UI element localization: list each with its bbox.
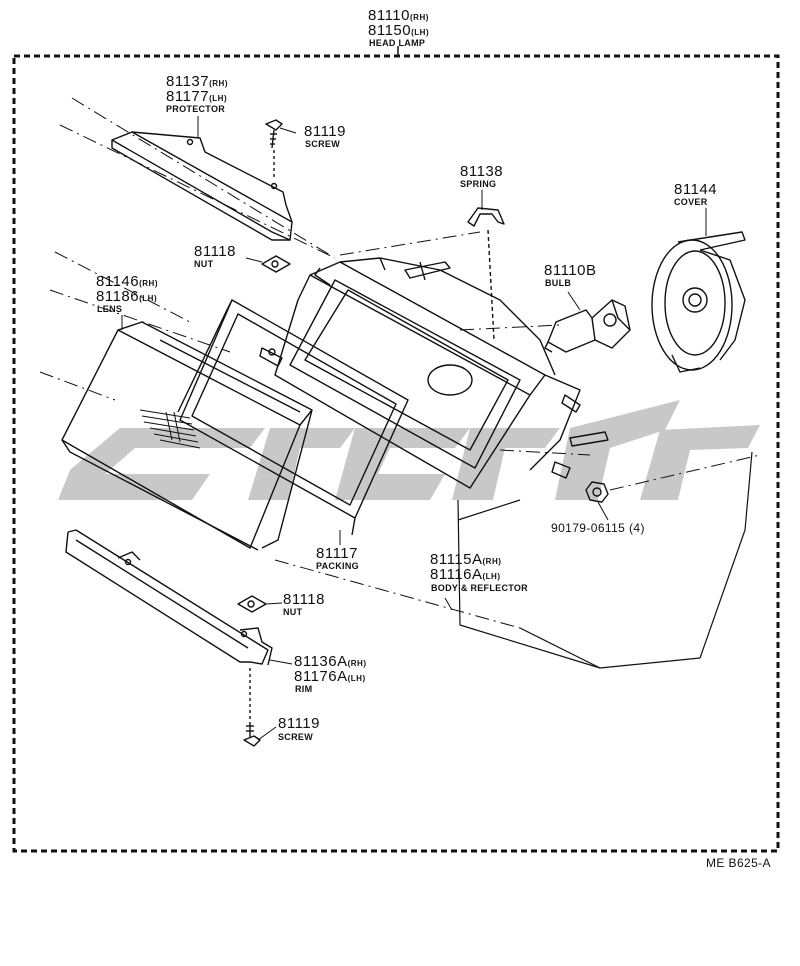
callout-leaders [121,116,707,741]
nut-bottom-number: 81118 [283,591,325,608]
lens-label: LENS [97,304,123,314]
nut-bottom-label: NUT [283,607,303,617]
nut-top-part [261,255,291,273]
cover-number: 81144 [674,181,718,198]
watermark-logo [58,400,760,500]
protector-rh: 81137(RH) [166,74,228,89]
protector-lh-side: (LH) [209,94,228,103]
packing-part [177,299,409,536]
protector-rh-number: 81137 [166,73,210,90]
screw-top-number: 81119 [304,123,346,140]
lens-lh-number: 81186 [96,288,140,305]
cover-label: COVER [674,197,708,207]
spring-number: 81138 [460,163,504,180]
bulb-label: BULB [545,278,572,288]
head-lamp-part-number-lh: 81150(LH) [368,23,429,38]
head-lamp-rh-number: 81110 [368,7,410,24]
protector-label: PROTECTOR [166,104,226,114]
body-reflector-rh-number: 81115A [430,551,483,568]
head-lamp-name: HEAD LAMP [369,38,426,48]
spring-part [467,207,505,341]
nut-top-label: NUT [194,259,214,269]
protector-lh-number: 81177 [166,88,210,105]
fender-outline [457,451,753,669]
bulb-part [544,299,631,353]
body-reflector-lh-side: (LH) [482,572,501,581]
body-reflector-lh-number: 81116A [430,566,483,583]
screw-bottom-part [243,668,261,747]
protector-lh: 81177(LH) [166,89,227,104]
diagram-reference-code: ME B625-A [706,856,771,870]
lens-rh-number: 81146 [96,273,140,290]
rim-part [65,529,273,666]
bulb-number: 81110B [544,262,597,279]
lens-part [61,321,313,551]
protector-rh-side: (RH) [209,79,228,88]
screw-top-label: SCREW [305,139,340,149]
packing-number: 81117 [316,545,358,562]
rim-lh: 81176A(LH) [294,669,366,684]
nut-top-number: 81118 [194,243,236,260]
rim-rh: 81136A(RH) [294,654,367,669]
screw-bottom-label: SCREW [278,732,313,742]
head-lamp-lh-number: 81150 [368,22,412,39]
body-reflector-label: BODY & REFLECTOR [431,583,528,593]
body-reflector-rh-side: (RH) [482,557,502,566]
lens-lh-side: (LH) [139,294,158,303]
body-reflector-lh: 81116A(LH) [430,567,501,582]
lens-lh: 81186(LH) [96,289,157,304]
assembly-axis-lines [39,97,761,629]
spring-label: SPRING [460,179,497,189]
body-reflector-rh: 81115A(RH) [430,552,501,567]
rim-label: RIM [295,684,313,694]
body-reflector-part [259,257,609,489]
screw-bottom-number: 81119 [278,715,320,732]
head-lamp-rh-side: (RH) [410,13,429,22]
frame-border [12,54,780,853]
protector-part [111,131,293,241]
packing-label: PACKING [316,561,359,571]
rim-rh-side: (RH) [347,659,367,668]
head-lamp-part-number-rh: 81110(RH) [368,8,429,23]
lens-rh: 81146(RH) [96,274,158,289]
lens-rh-side: (RH) [139,279,158,288]
rim-lh-number: 81176A [294,668,348,685]
cover-part [651,231,746,373]
rim-rh-number: 81136A [294,653,348,670]
rim-lh-side: (LH) [347,674,366,683]
head-lamp-lh-side: (LH) [411,28,430,37]
fastener-nut-part [585,481,609,503]
nut-bottom-part [237,595,267,613]
fastener-number: 90179-06115 (4) [551,521,645,535]
screw-top-part [265,119,283,180]
